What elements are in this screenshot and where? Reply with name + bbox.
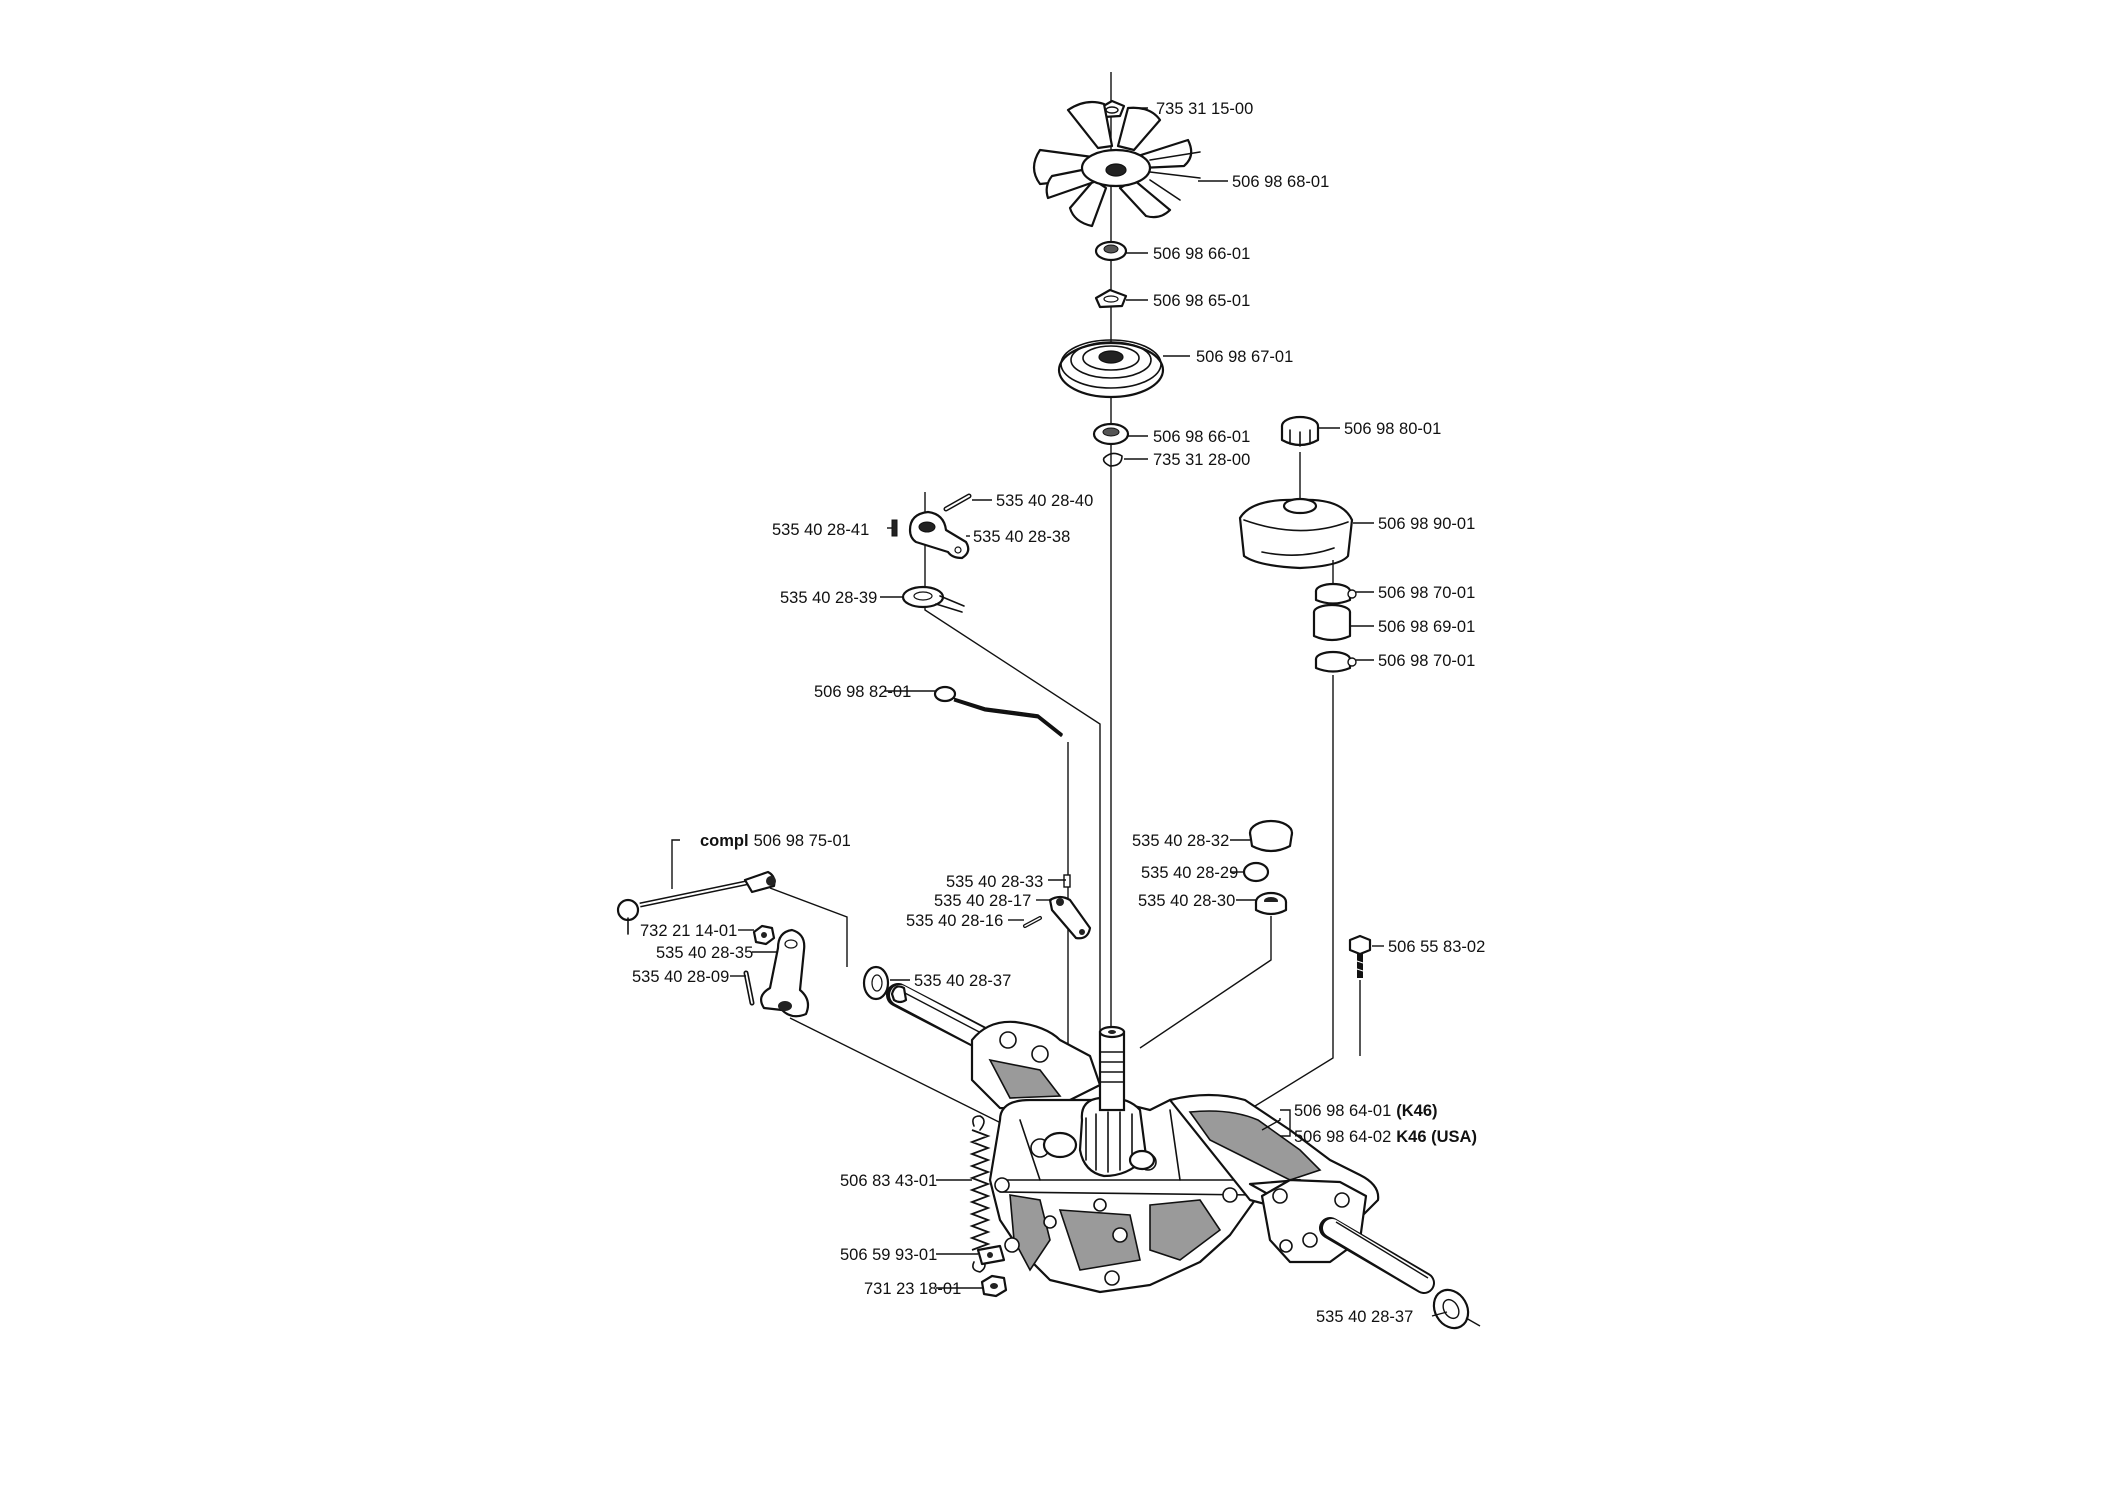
label-535402829: 535 40 28-29 bbox=[1141, 864, 1238, 882]
ring-535402829 bbox=[1242, 861, 1270, 883]
cap-535402832 bbox=[1248, 819, 1294, 853]
label-506986501: 506 98 65-01 bbox=[1153, 292, 1250, 310]
label-535402837-right: 535 40 28-37 bbox=[1316, 1308, 1413, 1326]
label-506989001: 506 98 90-01 bbox=[1378, 515, 1475, 533]
filter-clamp-lower bbox=[1314, 650, 1357, 673]
label-535402833: 535 40 28-33 bbox=[946, 873, 1043, 891]
label-535402835: 535 40 28-35 bbox=[656, 944, 753, 962]
label-735312800: 735 31 28-00 bbox=[1153, 451, 1250, 469]
label-506986601-lower: 506 98 66-01 bbox=[1153, 428, 1250, 446]
label-535402809: 535 40 28-09 bbox=[632, 968, 729, 986]
pulley bbox=[1057, 339, 1165, 399]
label-506986401: 506 98 64-01 (K46) bbox=[1294, 1102, 1438, 1120]
label-506986402-note: K46 (USA) bbox=[1396, 1128, 1477, 1146]
label-506986601-upper: 506 98 66-01 bbox=[1153, 245, 1250, 263]
label-506986801: 506 98 68-01 bbox=[1232, 173, 1329, 191]
control-rod bbox=[933, 685, 1063, 738]
pin-535402840 bbox=[943, 493, 972, 512]
label-compl-prefix: compl bbox=[700, 832, 749, 850]
right-seal-tail bbox=[1465, 1317, 1481, 1327]
transmission-housing bbox=[886, 983, 1435, 1294]
filter-clamp-upper bbox=[1314, 582, 1357, 605]
label-506987501: compl 506 98 75-01 bbox=[700, 832, 851, 850]
axle-seal-left bbox=[862, 965, 890, 1001]
label-506986402-number: 506 98 64-02 bbox=[1294, 1128, 1391, 1146]
label-535402832: 535 40 28-32 bbox=[1132, 832, 1229, 850]
label-506986401-note: (K46) bbox=[1396, 1102, 1437, 1120]
lever-arm-535402835 bbox=[759, 928, 810, 1018]
label-535402830: 535 40 28-30 bbox=[1138, 892, 1235, 910]
linkage-rod-assembly bbox=[616, 870, 776, 935]
label-506558302: 506 55 83-02 bbox=[1388, 938, 1485, 956]
label-535402839: 535 40 28-39 bbox=[780, 589, 877, 607]
part-labels: 735 31 15-00 506 98 68-01 506 98 66-01 5… bbox=[632, 100, 1485, 1326]
linkage-line bbox=[769, 887, 848, 967]
control-lever bbox=[908, 510, 970, 560]
label-506988001: 506 98 80-01 bbox=[1344, 420, 1441, 438]
bearing-lower bbox=[1092, 422, 1130, 446]
fan-impeller bbox=[1032, 100, 1201, 228]
label-506986402: 506 98 64-02 K46 (USA) bbox=[1294, 1128, 1477, 1146]
spring-bracket bbox=[976, 1244, 1006, 1266]
bolt-506558302 bbox=[1348, 934, 1372, 978]
label-535402841: 535 40 28-41 bbox=[772, 521, 869, 539]
label-506987501-number: 506 98 75-01 bbox=[754, 832, 851, 850]
label-506599301: 506 59 93-01 bbox=[840, 1246, 937, 1264]
oil-reservoir bbox=[1238, 497, 1354, 570]
label-732211401: 732 21 14-01 bbox=[640, 922, 737, 940]
seal-535402830 bbox=[1254, 891, 1288, 916]
label-506834301: 506 83 43-01 bbox=[840, 1172, 937, 1190]
filter-sleeve bbox=[1312, 603, 1352, 642]
label-735311500: 735 31 15-00 bbox=[1156, 100, 1253, 118]
axle-seal-right bbox=[1432, 1288, 1470, 1330]
spring-washer-535402839 bbox=[901, 585, 965, 613]
label-506987001-upper: 506 98 70-01 bbox=[1378, 584, 1475, 602]
label-506987001-lower: 506 98 70-01 bbox=[1378, 652, 1475, 670]
reservoir-cap bbox=[1280, 415, 1320, 447]
clip-535402833 bbox=[1063, 874, 1071, 888]
leader-lines bbox=[730, 107, 1448, 1317]
label-506986701: 506 98 67-01 bbox=[1196, 348, 1293, 366]
label-506988201: 506 98 82-01 bbox=[814, 683, 911, 701]
label-731231801: 731 23 18-01 bbox=[864, 1280, 961, 1298]
label-506986401-number: 506 98 64-01 bbox=[1294, 1102, 1391, 1120]
control-arm-line bbox=[924, 492, 1101, 1050]
label-535402816: 535 40 28-16 bbox=[906, 912, 1003, 930]
seal-line bbox=[1139, 916, 1272, 1049]
pin-535402809 bbox=[743, 970, 755, 1006]
label-535402838: 535 40 28-38 bbox=[973, 528, 1070, 546]
label-506986901: 506 98 69-01 bbox=[1378, 618, 1475, 636]
hex-nut bbox=[980, 1274, 1008, 1298]
label-535402840: 535 40 28-40 bbox=[996, 492, 1093, 510]
nut-732211401 bbox=[752, 924, 776, 946]
bearing-upper bbox=[1094, 240, 1128, 262]
pin-535402841 bbox=[891, 519, 898, 537]
lever-to-housing-line bbox=[789, 1017, 1016, 1131]
label-535402837-left: 535 40 28-37 bbox=[914, 972, 1011, 990]
label-535402817: 535 40 28-17 bbox=[934, 892, 1031, 910]
compl-bracket bbox=[671, 839, 680, 889]
pin-535402816 bbox=[1023, 916, 1042, 928]
washer bbox=[1094, 288, 1128, 309]
circlip-lower bbox=[1102, 452, 1123, 467]
bracket-535402817 bbox=[1048, 895, 1092, 940]
